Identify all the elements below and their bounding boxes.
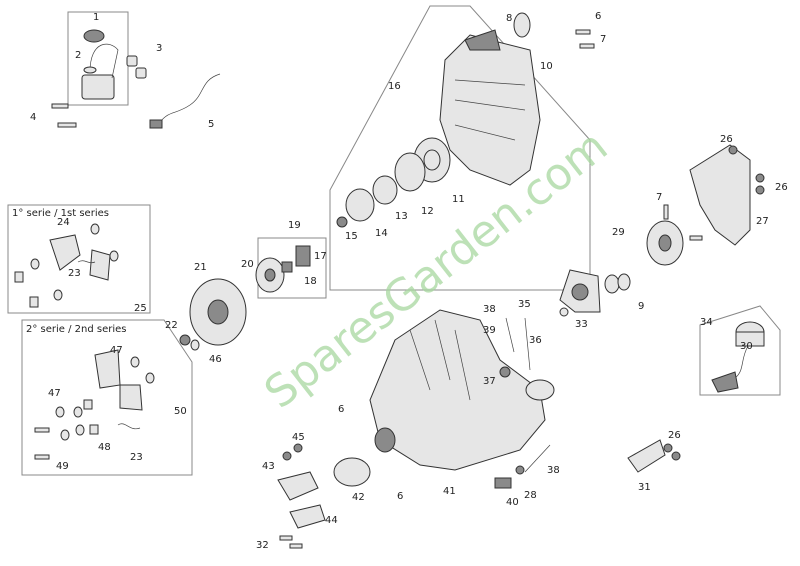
callout: 7 [600, 34, 606, 45]
callout: 8 [506, 13, 512, 24]
callout: 50 [174, 406, 187, 417]
callout: 38 [483, 304, 496, 315]
callout: 41 [443, 486, 456, 497]
callout: 31 [638, 482, 651, 493]
callout: 35 [518, 299, 531, 310]
callout: 21 [194, 262, 207, 273]
starter-pulley-parts [336, 137, 451, 228]
callout: 4 [30, 112, 36, 123]
callout: 6 [397, 491, 403, 502]
callout: 44 [325, 515, 338, 526]
callout: 18 [304, 276, 317, 287]
callout: 27 [756, 216, 769, 227]
callout: 38 [547, 465, 560, 476]
fuel-cap-part [711, 321, 765, 393]
bearing-housing-part [559, 269, 631, 317]
callout: 19 [288, 220, 301, 231]
series-2-box [21, 319, 193, 476]
clutch-shoes-series-1 [14, 223, 119, 308]
callout: 14 [375, 228, 388, 239]
screws-part-4 [51, 103, 77, 128]
callout: 32 [256, 540, 269, 551]
clutch-drum-part [255, 245, 311, 293]
series-1-box [7, 204, 151, 314]
callout: 23 [68, 268, 81, 279]
callout: 43 [262, 461, 275, 472]
callout: 9 [638, 301, 644, 312]
callout: 13 [395, 211, 408, 222]
callout: 12 [421, 206, 434, 217]
bushings-part [126, 55, 147, 79]
flywheel-part [189, 278, 247, 346]
callout: 36 [529, 335, 542, 346]
ignition-coil-group-box [67, 11, 129, 106]
clutch-shoes-series-2 [34, 349, 155, 460]
callout: 26 [720, 134, 733, 145]
callout: 22 [165, 320, 178, 331]
callout: 5 [208, 119, 214, 130]
callout: 7 [656, 192, 662, 203]
callout: 47 [110, 345, 123, 356]
clutch-cover-part [689, 144, 765, 246]
cylinder-parts [277, 443, 371, 549]
crankcase-part [369, 309, 555, 471]
callout: 23 [130, 452, 143, 463]
callout: 26 [668, 430, 681, 441]
callout: 6 [338, 404, 344, 415]
callout: 30 [740, 341, 753, 352]
callout: 20 [241, 259, 254, 270]
callout: 2 [75, 50, 81, 61]
ignition-coil-part [81, 29, 119, 100]
ignition-wire-part [149, 73, 221, 129]
bracket-31-part [627, 439, 681, 473]
callout: 26 [775, 182, 788, 193]
callout: 49 [56, 461, 69, 472]
callout-labels: 1 2 3 4 5 6 6 6 7 7 8 9 10 11 12 13 14 1… [30, 11, 788, 551]
callout: 24 [57, 217, 70, 228]
callout: 3 [156, 43, 162, 54]
clutch-drum-29-part [646, 204, 703, 266]
callout: 48 [98, 442, 111, 453]
callout: 37 [483, 376, 496, 387]
callout: 25 [134, 303, 147, 314]
callout: 10 [540, 61, 553, 72]
callout: 29 [612, 227, 625, 238]
callout: 17 [314, 251, 327, 262]
callout: 1 [93, 12, 99, 23]
series-1-label: 1° serie / 1st series [12, 208, 109, 219]
callout: 6 [595, 11, 601, 22]
callout: 40 [506, 497, 519, 508]
washers-part-22-46 [179, 334, 200, 351]
fuel-line-parts [494, 317, 551, 489]
callout: 11 [452, 194, 465, 205]
callout: 15 [345, 231, 358, 242]
callout: 46 [209, 354, 222, 365]
callout: 33 [575, 319, 588, 330]
callout: 39 [483, 325, 496, 336]
starter-group-box [329, 5, 591, 291]
series-2-label: 2° serie / 2nd series [26, 324, 127, 335]
callout: 47 [48, 388, 61, 399]
callout: 45 [292, 432, 305, 443]
starter-housing-part [439, 12, 595, 186]
callout: 16 [388, 81, 401, 92]
fuel-cap-group-box [699, 305, 781, 396]
callout: 34 [700, 317, 713, 328]
callout: 42 [352, 492, 365, 503]
callout: 28 [524, 490, 537, 501]
